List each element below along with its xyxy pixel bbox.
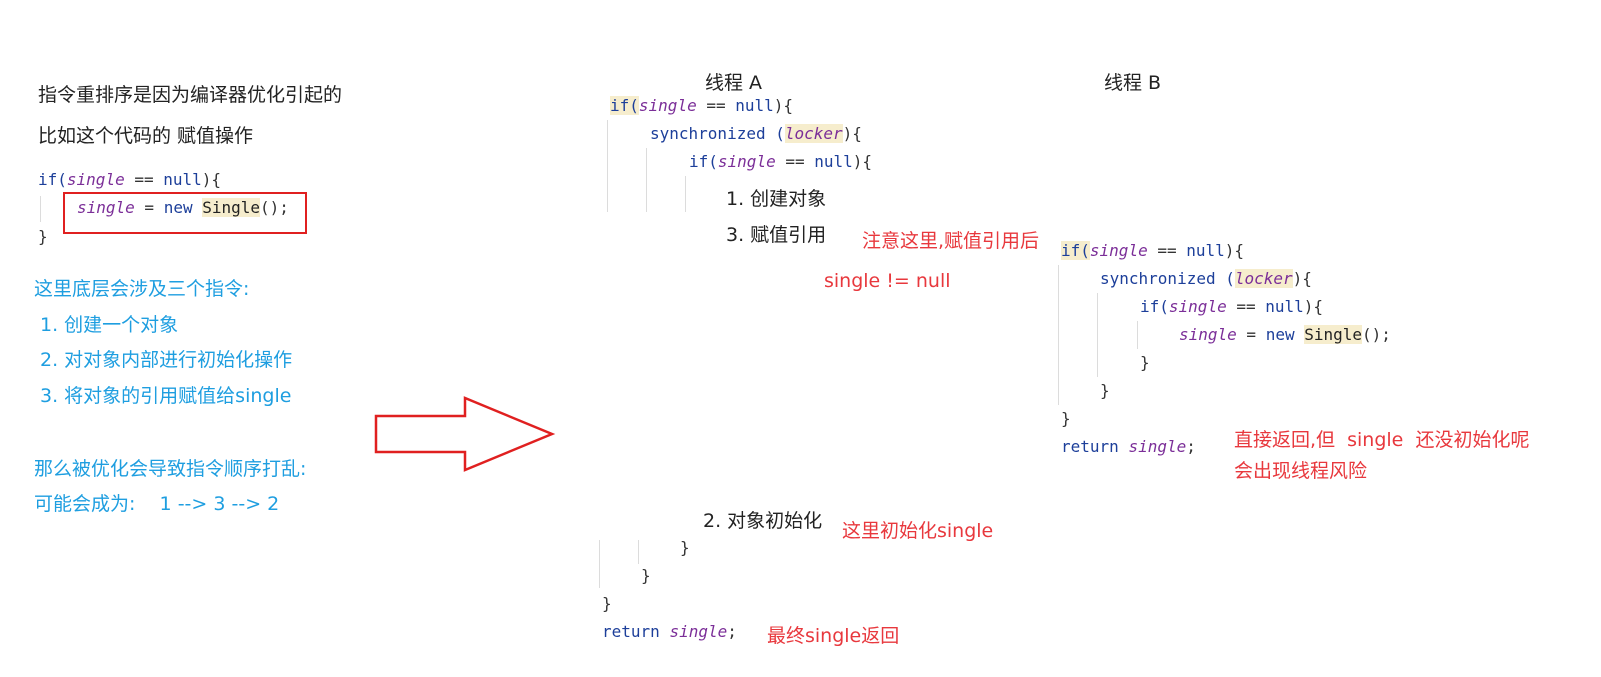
note-init-single: 这里初始化single: [842, 520, 994, 542]
thread-b-assign: single = new Single();: [1179, 325, 1391, 344]
thread-b-brace-3: }: [1061, 409, 1071, 428]
thread-a-guide-2: [646, 148, 647, 212]
left-code-if: if(single == null){: [38, 170, 222, 189]
reorder-line-1: 那么被优化会导致指令顺序打乱:: [34, 458, 307, 480]
flow-arrow-icon: [374, 396, 556, 472]
thread-a-guide-5: [638, 540, 639, 564]
thread-b-if-outer: if(single == null){: [1061, 241, 1245, 260]
thread-a-step-2: 2. 对象初始化: [703, 510, 823, 532]
thread-a-brace-3: }: [602, 594, 612, 613]
assignment-highlight-box: [63, 192, 307, 234]
note-thread-risk: 会出现线程风险: [1234, 460, 1368, 482]
thread-a-return: return single;: [602, 622, 737, 641]
thread-b-guide-2: [1097, 293, 1098, 377]
thread-b-brace-1: }: [1140, 353, 1150, 372]
thread-b-title: 线程 B: [1104, 72, 1162, 94]
thread-a-brace-1: }: [680, 538, 690, 557]
intro-line-1: 指令重排序是因为编译器优化引起的: [38, 84, 343, 106]
note-final-return: 最终single返回: [767, 625, 900, 647]
thread-a-if-inner: if(single == null){: [689, 152, 873, 171]
thread-b-sync: synchronized (locker){: [1100, 269, 1312, 288]
step-3: 3. 将对象的引用赋值给single: [40, 385, 292, 407]
thread-a-guide-1: [607, 120, 608, 212]
left-code-assign: single = new Single();: [77, 198, 289, 217]
thread-a-step-3: 3. 赋值引用: [726, 224, 827, 246]
explain-title: 这里底层会涉及三个指令:: [34, 278, 250, 300]
thread-a-guide-3: [685, 176, 686, 212]
thread-b-guide-1: [1058, 265, 1059, 405]
note-return-uninit: 直接返回,但 single 还没初始化呢: [1234, 429, 1530, 451]
thread-a-guide-4: [599, 540, 600, 588]
intro-line-2: 比如这个代码的 赋值操作: [38, 125, 254, 147]
thread-a-step-1: 1. 创建对象: [726, 188, 827, 210]
note-after-assign: 注意这里,赋值引用后: [862, 230, 1040, 252]
thread-a-sync: synchronized (locker){: [650, 124, 862, 143]
thread-a-title: 线程 A: [705, 72, 763, 94]
thread-b-if-inner: if(single == null){: [1140, 297, 1324, 316]
thread-b-guide-3: [1137, 321, 1138, 349]
step-2: 2. 对对象内部进行初始化操作: [40, 349, 293, 371]
left-indent-guide: [40, 196, 41, 222]
thread-b-return: return single;: [1061, 437, 1196, 456]
note-not-null: single != null: [824, 270, 951, 292]
thread-a-if-outer: if(single == null){: [610, 96, 794, 115]
thread-a-brace-2: }: [641, 566, 651, 585]
step-1: 1. 创建一个对象: [40, 314, 179, 336]
thread-b-brace-2: }: [1100, 381, 1110, 400]
reorder-line-2: 可能会成为: 1 --> 3 --> 2: [34, 493, 280, 515]
left-code-brace: }: [38, 227, 48, 246]
